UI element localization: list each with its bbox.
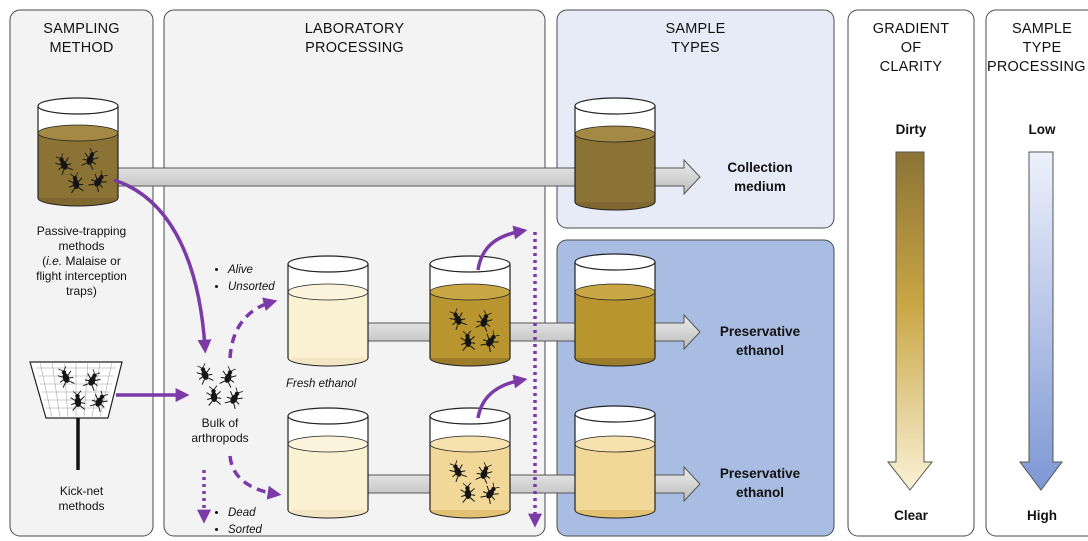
fresh-ethanol-jar-1 — [287, 255, 369, 367]
sample-jar-preservative-2 — [574, 405, 656, 519]
ethanol-jar-with-arthropods-1 — [429, 255, 511, 367]
collection-medium-label: Collection medium — [727, 160, 793, 194]
gradient-top-label: Dirty — [895, 122, 927, 137]
sampling-method-header: SAMPLING METHOD — [43, 21, 120, 56]
fresh-ethanol-label: Fresh ethanol — [286, 378, 357, 390]
preservative-ethanol-label-1: Preservative ethanol — [719, 324, 801, 358]
gradient-clarity-arrow — [886, 151, 934, 491]
bulk-arthropods-label: Bulk of arthropods — [191, 416, 249, 445]
sample-jar-collection-medium — [574, 97, 656, 211]
preservative-ethanol-label-2: Preservative ethanol — [719, 466, 801, 500]
dead-sorted-list: Dead Sorted — [214, 505, 262, 539]
purple-arrow-jar2-up — [476, 374, 528, 419]
sample-processing-arrow — [1019, 151, 1063, 491]
laboratory-processing-header: LABORATORY PROCESSING — [304, 21, 405, 56]
gradient-bottom-label: Clear — [894, 508, 928, 523]
purple-arrow-jar1-up — [476, 225, 528, 271]
kick-net — [29, 361, 123, 470]
sample-type-processing-header: SAMPLE TYPE PROCESSING — [987, 21, 1086, 75]
processing-top-label: Low — [1028, 122, 1056, 137]
flow-arrow-collection — [117, 158, 701, 196]
passive-trapping-label: Passive-trapping methods (i.e. Malaise o… — [36, 224, 127, 298]
gradient-of-clarity-header: GRADIENT OF CLARITY — [872, 21, 950, 75]
kick-net-label: Kick-net methods — [58, 484, 105, 513]
purple-dashed-arrow-to-alive — [228, 297, 278, 359]
alive-unsorted-list: Alive Unsorted — [214, 262, 275, 296]
sample-types-header: SAMPLE TYPES — [665, 21, 726, 56]
fresh-ethanol-jar-2 — [287, 407, 369, 519]
sample-jar-preservative-1 — [574, 253, 656, 367]
ethanol-jar-with-arthropods-2 — [429, 407, 511, 519]
purple-arrow-trap-to-bulk — [113, 178, 212, 354]
passive-trap-jar — [37, 97, 119, 207]
purple-dashed-arrow-to-dead — [228, 455, 282, 500]
processing-bottom-label: High — [1027, 508, 1057, 523]
